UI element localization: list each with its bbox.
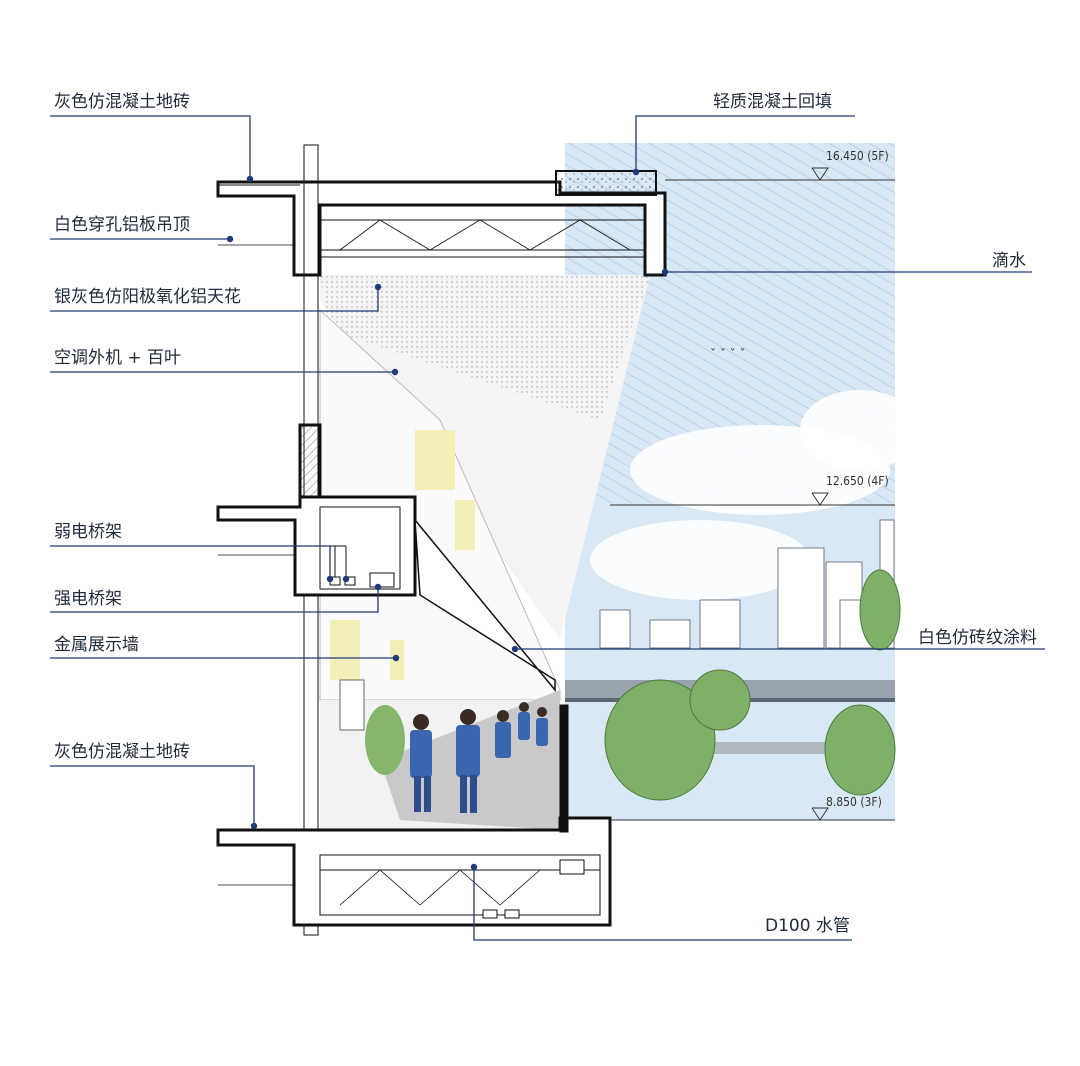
label-weak-current-tray: 弱电桥架 [54, 522, 122, 542]
level-3f: 8.850 (3F) [826, 795, 882, 809]
label-strong-current-tray: 强电桥架 [54, 589, 122, 609]
label-aluminum-ceiling: 银灰色仿阳极氧化铝天花 [54, 287, 241, 307]
label-floor-tile-top: 灰色仿混凝土地砖 [54, 92, 190, 112]
leader-lines [50, 115, 1045, 941]
level-4f: 12.650 (4F) [826, 474, 889, 488]
label-metal-display-wall: 金属展示墙 [54, 635, 139, 655]
exterior-view: ˇ ˇ ˇ ˇ [565, 143, 920, 820]
label-floor-tile-bottom: 灰色仿混凝土地砖 [54, 742, 190, 762]
label-drip: 滴水 [992, 251, 1026, 271]
building-structure [216, 144, 667, 936]
label-brick-coating: 白色仿砖纹涂料 [918, 628, 1037, 648]
label-water-pipe: D100 水管 [765, 916, 850, 936]
label-perforated-ceiling: 白色穿孔铝板吊顶 [54, 215, 190, 235]
label-ac-louver: 空调外机 + 百叶 [54, 348, 182, 368]
level-markers [610, 167, 895, 821]
level-5f: 16.450 (5F) [826, 149, 889, 163]
corridor-interior [319, 275, 650, 830]
label-lightweight-concrete: 轻质混凝土回填 [713, 92, 832, 112]
leader-dots [226, 168, 669, 871]
svg-text:ˇ ˇ ˇ ˇ: ˇ ˇ ˇ ˇ [710, 347, 745, 361]
